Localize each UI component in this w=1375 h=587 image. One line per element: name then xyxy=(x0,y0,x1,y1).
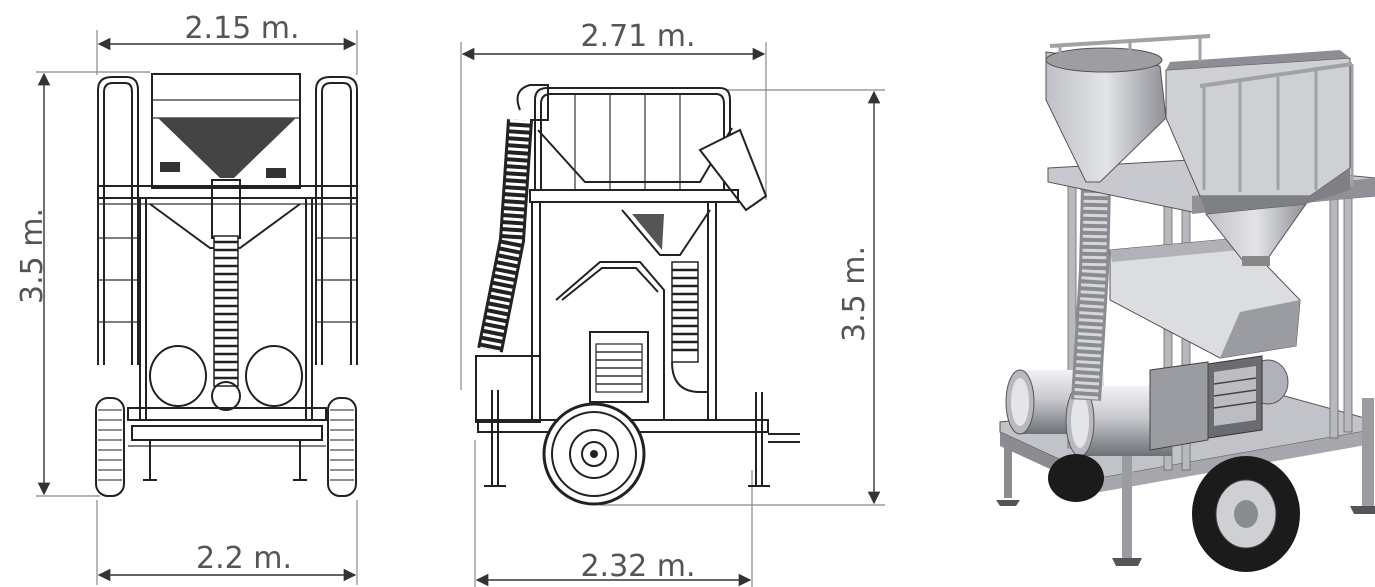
iso-hoppers xyxy=(1045,47,1351,214)
front-bellows-hose xyxy=(213,235,239,387)
front-view: 2.15 m. 3.5 m. 2.2 m. xyxy=(15,11,358,585)
iso-flex-hose xyxy=(1071,178,1114,401)
front-height-dimension: 3.5 m. xyxy=(15,71,150,497)
side-width-top-dimension: 2.71 m. xyxy=(460,19,767,390)
side-flex-hose xyxy=(477,119,533,353)
side-width-bottom-dimension: 2.32 m. xyxy=(474,440,753,587)
isometric-render xyxy=(996,34,1375,572)
side-view: 2.71 m. 3.5 m. 2.32 m. xyxy=(460,19,885,587)
side-width-top-label: 2.71 m. xyxy=(580,19,695,54)
iso-wheel xyxy=(1048,454,1300,572)
side-wheel xyxy=(542,402,646,506)
side-width-bottom-label: 2.32 m. xyxy=(580,549,695,584)
front-machine-outline xyxy=(95,73,358,497)
front-width-top-label: 2.15 m. xyxy=(184,11,299,46)
front-width-top-dimension: 2.15 m. xyxy=(96,11,358,75)
iso-jack-legs xyxy=(996,398,1375,566)
front-height-label: 3.5 m. xyxy=(15,208,50,304)
side-height-dimension: 3.5 m. xyxy=(600,89,885,506)
side-height-label: 3.5 m. xyxy=(837,246,872,342)
iso-railing xyxy=(1049,34,1354,192)
iso-engine xyxy=(1149,355,1263,451)
front-width-bottom-dimension: 2.2 m. xyxy=(96,500,358,585)
side-machine-outline xyxy=(475,84,800,506)
front-width-bottom-label: 2.2 m. xyxy=(196,541,292,576)
